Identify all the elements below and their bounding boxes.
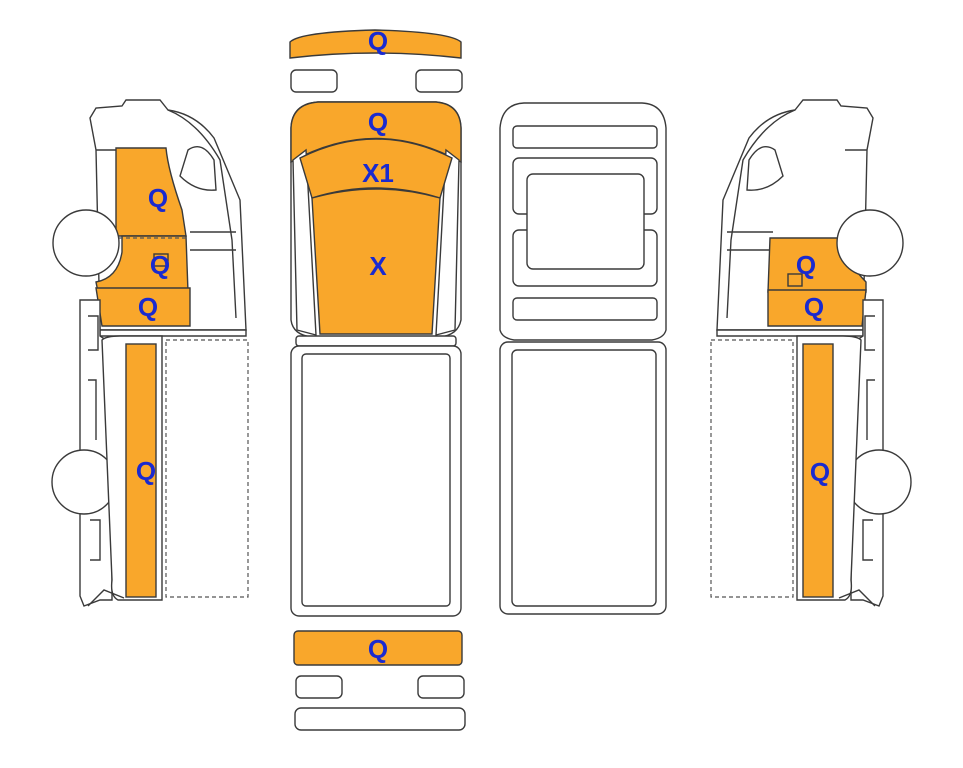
right-front-wheel (836, 209, 904, 277)
roof-label: X (369, 251, 387, 281)
left-door-label: Q (148, 183, 168, 213)
right-bed-tail (838, 589, 876, 607)
right-fender-label: Q (796, 250, 816, 280)
roof-region[interactable] (311, 188, 441, 335)
cab-rear-strip (295, 335, 457, 347)
left-cab-sill (99, 329, 247, 337)
left-bed-side-region[interactable] (125, 343, 157, 598)
right-chassis-lines (862, 315, 875, 561)
plan-rear-panel (512, 297, 658, 321)
front-bumper-region[interactable] (289, 29, 462, 59)
rear-left-lamp (295, 675, 343, 699)
rear-bumper-region[interactable] (293, 630, 463, 666)
windshield-label: X1 (362, 158, 394, 188)
rear-right-lamp (417, 675, 465, 699)
right-cab-lines (726, 109, 867, 319)
top-view: Q Q X1 X Q (289, 26, 466, 731)
left-chassis-lines (88, 315, 101, 561)
plan-window (526, 173, 645, 270)
plan-bed-inner (511, 349, 657, 607)
plan-front-panel (512, 125, 658, 149)
bed-inner (301, 353, 451, 607)
right-side-view: Q Q Q (710, 99, 912, 607)
right-pillar (435, 148, 460, 336)
front-right-lamp (415, 69, 463, 93)
left-side-view: Q Q Q Q (51, 99, 249, 607)
left-bed-dashed-panel (165, 339, 249, 598)
right-door-handle (787, 273, 803, 287)
right-lower-region[interactable] (767, 289, 867, 327)
rear-step (294, 707, 466, 731)
left-fender-label: Q (150, 250, 170, 280)
right-cab-sill (716, 329, 864, 337)
left-lower-label: Q (138, 292, 158, 322)
plan-view (499, 102, 667, 615)
front-left-lamp (290, 69, 338, 93)
left-front-wheel (52, 209, 120, 277)
left-pillar (292, 148, 317, 336)
left-bed-side-label: Q (136, 456, 156, 486)
left-door-handle (153, 253, 169, 267)
left-bed-tail (87, 589, 125, 607)
right-bed-dashed-panel (710, 339, 794, 598)
hood-label: Q (368, 107, 388, 137)
windshield-region[interactable] (299, 138, 453, 199)
right-bed-side-region[interactable] (802, 343, 834, 598)
rear-bumper-label: Q (368, 634, 388, 664)
left-cab-lines (96, 109, 237, 319)
right-lower-label: Q (804, 292, 824, 322)
front-bumper-label: Q (368, 26, 388, 56)
right-bed-side-label: Q (810, 457, 830, 487)
